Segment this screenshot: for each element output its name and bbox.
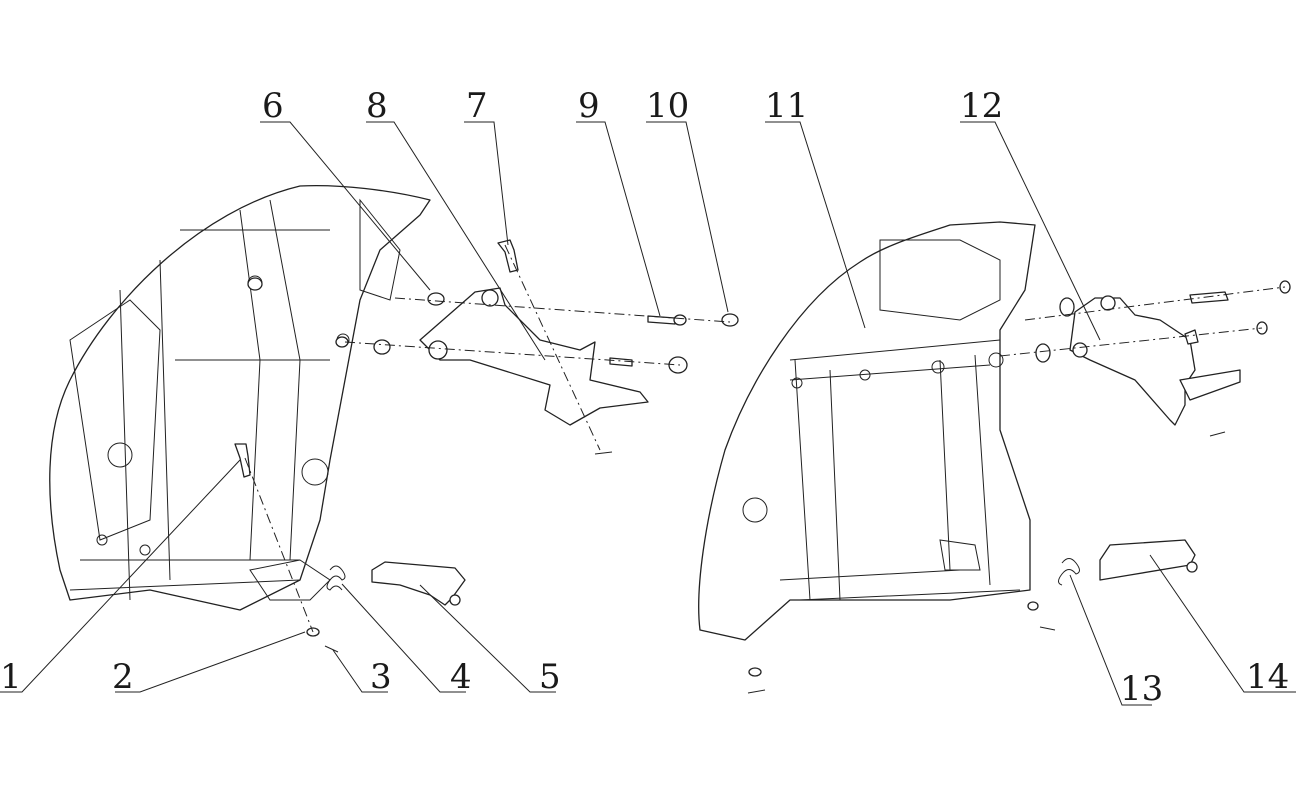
- right-small-parts: [747, 280, 1291, 694]
- leader-4: [341, 583, 466, 693]
- leader-13: [1069, 574, 1152, 706]
- leader-5: [419, 584, 556, 693]
- leader-7: [464, 121, 509, 246]
- callout-1: 1: [0, 657, 22, 697]
- callout-13: 13: [1120, 669, 1163, 709]
- callout-3: 3: [370, 657, 392, 697]
- leader-8: [366, 121, 546, 361]
- callout-8: 8: [366, 86, 388, 126]
- leader-11: [765, 121, 866, 329]
- callout-12: 12: [960, 86, 1003, 126]
- left-small-parts: [234, 239, 739, 653]
- leader-3: [332, 649, 388, 693]
- right-frame-assembly: [698, 221, 1036, 641]
- callout-numbers: 1 2 3 4 5 6 7 8 9 10 11 12 13 14: [0, 86, 1289, 709]
- callout-6: 6: [262, 86, 284, 126]
- leader-12: [960, 121, 1101, 341]
- callout-4: 4: [450, 657, 472, 697]
- callout-11: 11: [765, 86, 808, 126]
- leader-1: [0, 459, 241, 693]
- left-frame-assembly: [49, 184, 431, 611]
- callout-9: 9: [578, 86, 600, 126]
- leader-6: [260, 121, 431, 291]
- callout-5: 5: [539, 657, 561, 697]
- leader-14: [1149, 554, 1296, 693]
- callout-14: 14: [1246, 657, 1289, 697]
- leader-10: [646, 121, 729, 313]
- callout-10: 10: [646, 86, 689, 126]
- leader-lines: [0, 121, 1296, 706]
- callout-7: 7: [466, 86, 488, 126]
- leader-9: [576, 121, 661, 317]
- leader-2: [115, 631, 306, 693]
- callout-2: 2: [112, 657, 134, 697]
